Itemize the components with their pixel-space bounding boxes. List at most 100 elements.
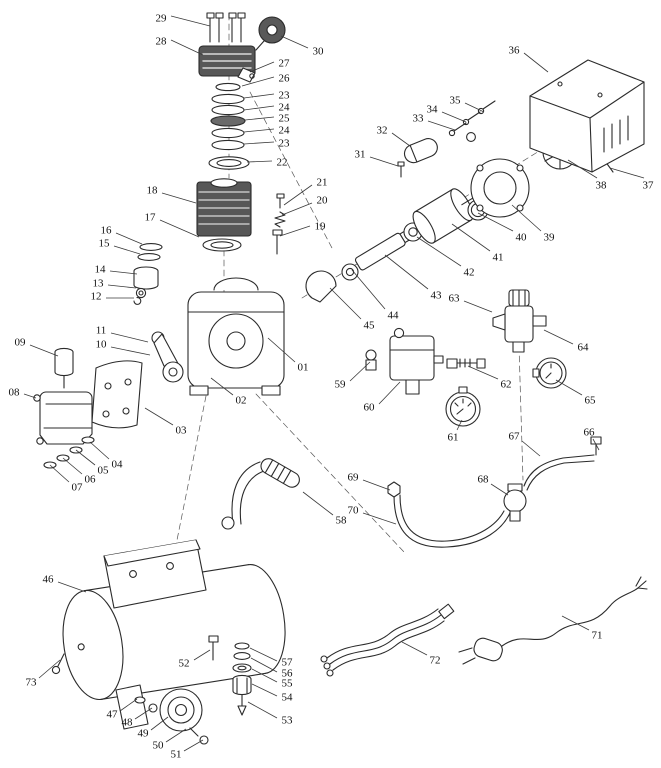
part-callout-02: 02	[210, 377, 247, 407]
leader-line	[113, 245, 141, 255]
part-callout-24: 24	[243, 102, 290, 114]
leader-line	[109, 270, 138, 275]
part-number: 29	[156, 13, 168, 25]
part-number: 42	[464, 267, 475, 279]
part-number: 49	[138, 728, 150, 740]
part-callout-63: 63	[449, 293, 493, 313]
leader-line	[369, 156, 399, 167]
part-callout-32: 32	[377, 125, 411, 147]
part-number: 45	[364, 320, 376, 332]
part-number: 51	[171, 749, 182, 761]
part-callout-12: 12	[91, 291, 134, 303]
leader-line	[183, 739, 204, 752]
leader-line	[592, 438, 600, 451]
leader-line	[511, 204, 542, 232]
part-number: 21	[317, 177, 328, 189]
motor-cover	[529, 59, 645, 173]
rotor	[412, 188, 476, 244]
part-number: 62	[501, 379, 512, 391]
part-number: 40	[516, 232, 528, 244]
cylinder	[196, 178, 252, 237]
handle	[231, 458, 300, 525]
part-number: 15	[99, 238, 111, 250]
discharge-pipe	[387, 481, 511, 548]
cylinder-gasket	[202, 238, 242, 252]
leader-line	[561, 615, 590, 631]
leader-line	[464, 102, 485, 113]
leader-line	[521, 440, 541, 457]
part-callout-16: 16	[101, 225, 143, 245]
part-number: 43	[431, 290, 443, 302]
part-callout-47: 47	[107, 698, 138, 721]
part-number: 17	[145, 212, 157, 224]
valve-small-parts	[272, 193, 286, 255]
part-callout-10: 10	[96, 339, 151, 356]
power-cord	[458, 576, 648, 665]
leader-line	[170, 15, 211, 27]
leader-line	[110, 346, 151, 356]
part-callout-43: 43	[384, 254, 443, 302]
part-number: 27	[279, 58, 291, 70]
outlet-pipe-right	[523, 436, 602, 491]
leader-line	[543, 329, 574, 345]
part-callout-13: 13	[93, 278, 137, 290]
part-number: 06	[85, 474, 97, 486]
leader-line	[246, 160, 273, 163]
leader-line	[251, 668, 278, 683]
part-number: 61	[448, 432, 459, 444]
leader-line	[279, 225, 311, 237]
pressure-gauge-front	[445, 386, 481, 427]
part-callout-26: 26	[241, 73, 290, 87]
leader-line	[243, 128, 275, 133]
leader-line	[281, 202, 313, 216]
pressure-gauge-side	[532, 357, 567, 389]
leader-line	[49, 464, 70, 483]
leader-line	[302, 491, 334, 516]
stator	[470, 158, 530, 218]
pressure-switch	[389, 327, 444, 395]
part-callout-56: 56	[250, 657, 293, 680]
leader-line	[283, 184, 313, 206]
part-callout-45: 45	[329, 287, 376, 332]
leader-line	[134, 707, 153, 720]
part-callout-71: 71	[561, 615, 603, 642]
leader-line	[210, 377, 234, 396]
part-callout-01: 01	[267, 337, 309, 374]
leader-line	[451, 223, 491, 252]
leader-line	[378, 381, 401, 405]
part-number: 57	[282, 657, 294, 669]
air-filter-assembly	[33, 347, 95, 469]
part-callout-06: 06	[62, 457, 97, 486]
part-number: 30	[313, 46, 325, 58]
part-callout-64: 64	[543, 329, 589, 354]
head-bolts	[206, 12, 246, 43]
part-callout-18: 18	[147, 185, 197, 204]
part-callout-55: 55	[251, 668, 293, 690]
part-callout-60: 60	[364, 381, 401, 414]
part-callout-30: 30	[280, 35, 325, 58]
part-callout-17: 17	[145, 212, 200, 238]
check-valve	[503, 483, 527, 522]
part-callout-67: 67	[509, 431, 541, 457]
leader-line	[244, 116, 275, 121]
part-number: 34	[427, 104, 439, 116]
part-number: 33	[413, 113, 425, 125]
crank-counterweight	[305, 270, 337, 303]
part-callout-04: 04	[89, 441, 123, 471]
part-callout-39: 39	[511, 204, 555, 244]
leader-line	[441, 111, 467, 123]
part-number: 68	[478, 474, 490, 486]
part-number: 22	[277, 157, 288, 169]
part-callout-72: 72	[401, 641, 441, 667]
leader-line	[165, 728, 187, 743]
pipe-nipple	[446, 358, 486, 369]
part-number: 60	[364, 402, 376, 414]
part-callout-35: 35	[450, 95, 485, 113]
leader-line	[110, 332, 149, 343]
leader-line	[267, 337, 296, 363]
part-number: 25	[279, 113, 291, 125]
part-number: 52	[179, 658, 190, 670]
part-callout-44: 44	[351, 269, 399, 322]
part-callout-09: 09	[15, 337, 59, 357]
